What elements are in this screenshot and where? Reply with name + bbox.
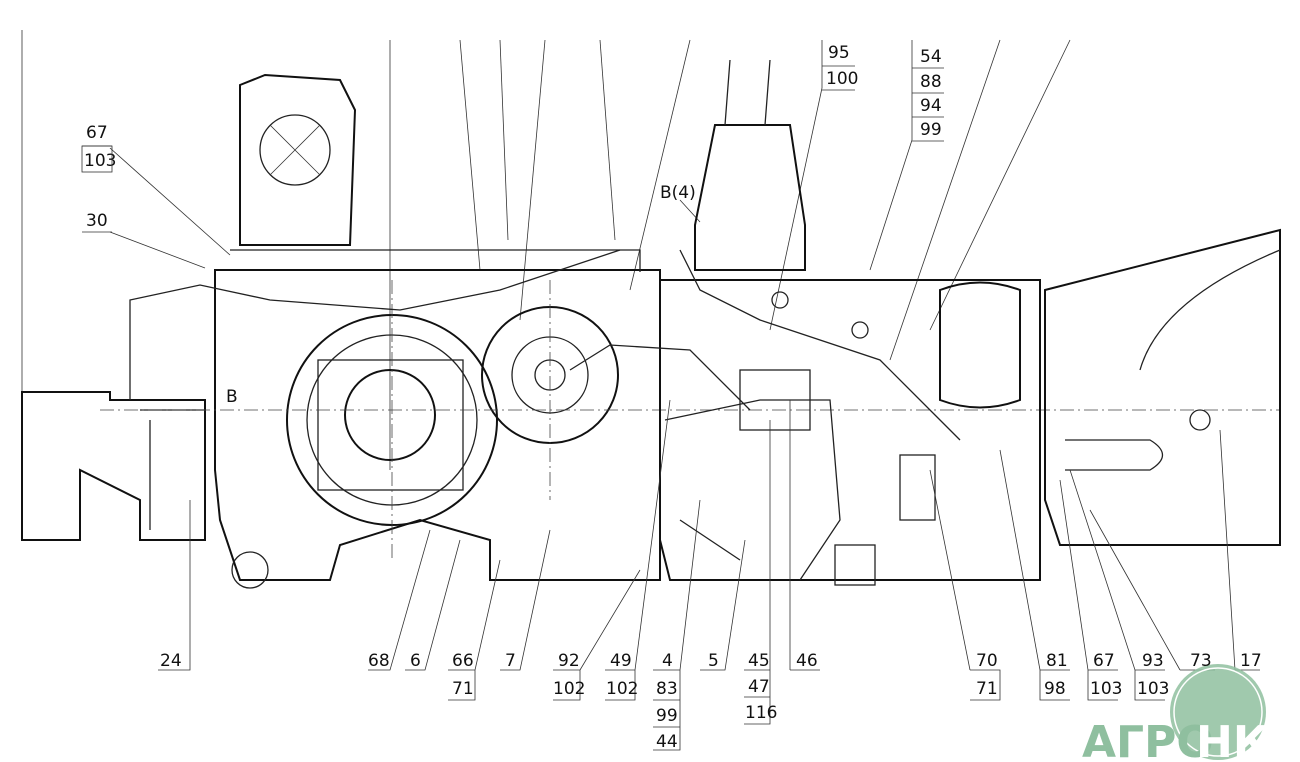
callout-54-88-94-99: 54 88 94 99 (912, 47, 944, 142)
callout-103: 103 (1090, 679, 1122, 699)
callout-93: 93 (1142, 651, 1164, 671)
callout-46: 46 (796, 651, 818, 671)
agronka-watermark-logo: АГРО НКА (1082, 664, 1300, 762)
hydraulic-hoses (129, 249, 961, 441)
svg-text:54: 54 (920, 47, 942, 67)
callout-7: 7 (505, 651, 516, 671)
callout-4: 4 (662, 651, 673, 671)
callout-116: 116 (745, 703, 777, 723)
rear-section (659, 59, 1281, 586)
callout-17: 17 (1240, 651, 1262, 671)
callout-67-103-top: 67 103 (81, 123, 116, 173)
callout-70: 70 (976, 651, 998, 671)
svg-text:94: 94 (920, 96, 942, 116)
bottom-leader-lines (158, 399, 1260, 751)
callout-92: 92 (558, 651, 580, 671)
svg-text:30: 30 (86, 211, 108, 231)
callout-95-100: 95 100 (822, 43, 858, 91)
callout-49: 49 (610, 651, 632, 671)
callout-44: 44 (656, 732, 678, 752)
callout-45: 45 (748, 651, 770, 671)
callout-47: 47 (748, 677, 770, 697)
section-mark-b: B (226, 387, 238, 407)
callout-24: 24 (160, 651, 182, 671)
callout-102: 102 (553, 679, 585, 699)
callout-103b: 103 (1137, 679, 1169, 699)
svg-text:67: 67 (86, 123, 108, 143)
watermark-text-right: НКА (1196, 717, 1300, 762)
callout-71: 71 (452, 679, 474, 699)
svg-text:95: 95 (828, 43, 850, 63)
callout-81: 81 (1046, 651, 1068, 671)
callout-73: 73 (1190, 651, 1212, 671)
view-mark-b4: B(4) (660, 183, 696, 203)
callout-98: 98 (1044, 679, 1066, 699)
callout-83: 83 (656, 679, 678, 699)
callout-102b: 102 (606, 679, 638, 699)
svg-text:103: 103 (84, 151, 116, 171)
callout-5: 5 (708, 651, 719, 671)
callout-99: 99 (656, 706, 678, 726)
callout-30: 30 (82, 211, 112, 233)
callout-6: 6 (410, 651, 421, 671)
callout-68: 68 (368, 651, 390, 671)
svg-text:88: 88 (920, 72, 942, 92)
watermark-text-left: АГРО (1082, 717, 1214, 762)
svg-text:100: 100 (826, 69, 858, 89)
callout-67: 67 (1093, 651, 1115, 671)
svg-text:99: 99 (920, 120, 942, 140)
callout-71b: 71 (976, 679, 998, 699)
callout-66: 66 (452, 651, 474, 671)
top-leader-lines (21, 30, 1071, 470)
gearbox-housing (21, 73, 1280, 589)
